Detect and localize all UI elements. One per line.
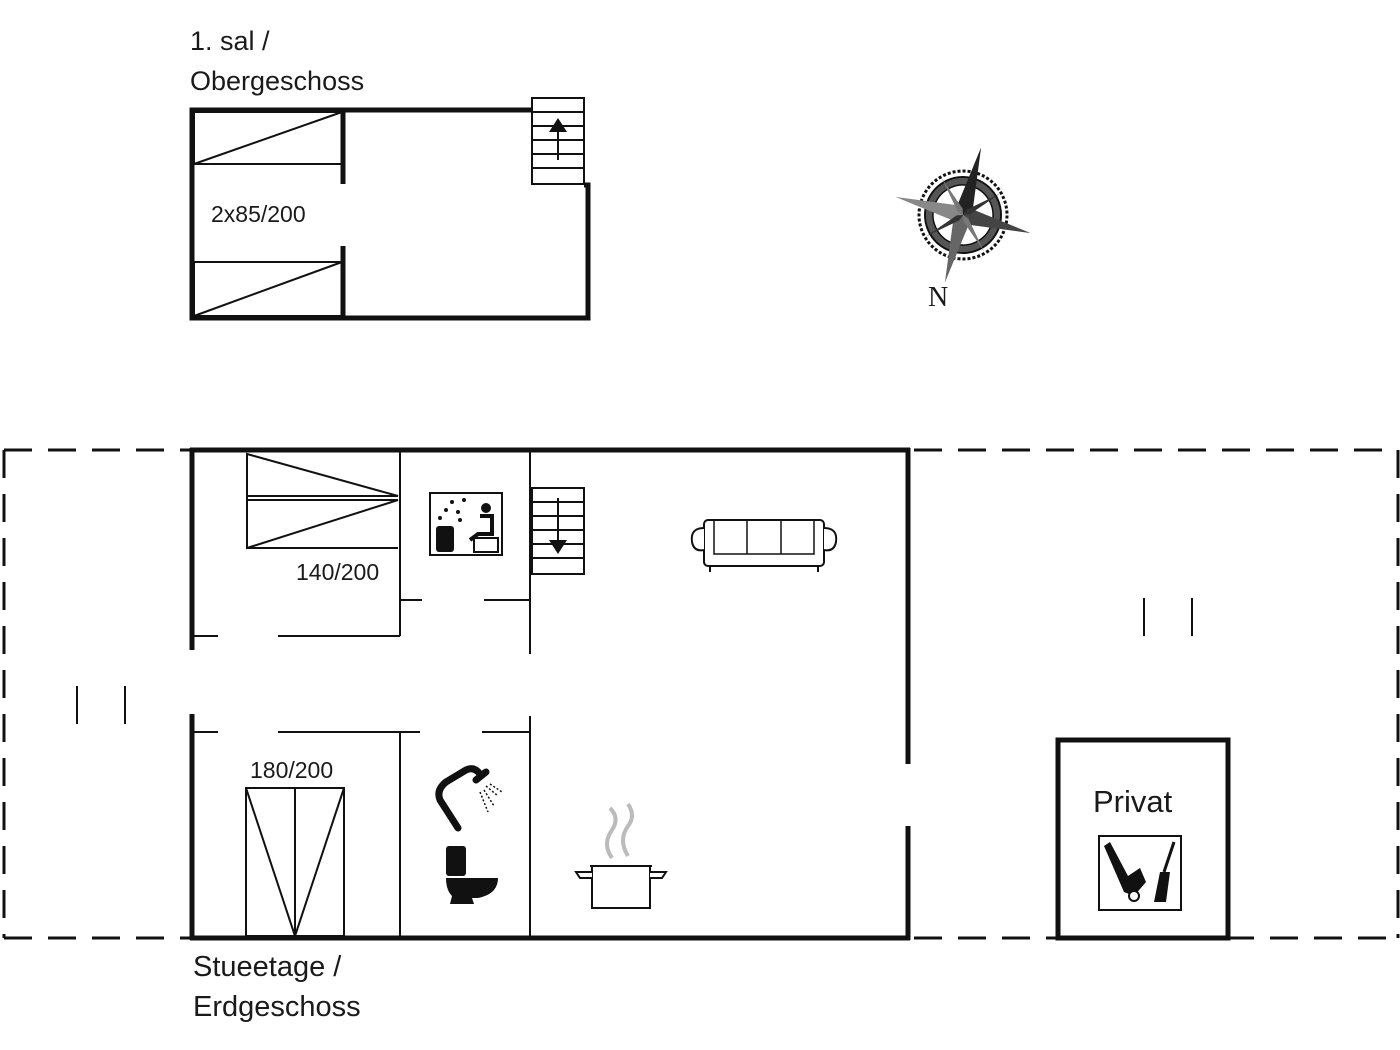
staircase-down-icon bbox=[531, 487, 585, 575]
upper-floor-title-line2: Obergeschoss bbox=[190, 66, 364, 96]
ground-floor-walls bbox=[189, 447, 911, 941]
upper-bed-top bbox=[193, 111, 346, 184]
private-storage-room bbox=[1055, 737, 1231, 941]
bed-180-label: 180/200 bbox=[250, 757, 333, 783]
toilet-icon bbox=[446, 846, 498, 904]
shower-icon bbox=[435, 765, 503, 832]
staircase-up-icon bbox=[531, 97, 585, 185]
ground-floor-title-line2: Erdgeschoss bbox=[193, 991, 361, 1023]
sauna-icon bbox=[429, 492, 503, 556]
cleaning-tools-icon bbox=[1098, 835, 1182, 911]
terrace-right-door-marks bbox=[1143, 598, 1193, 636]
upper-floor-walls bbox=[189, 107, 591, 321]
upper-bed-bottom bbox=[193, 246, 346, 317]
upper-bed-label: 2x85/200 bbox=[211, 201, 306, 227]
upper-floor-plan: 1. sal / Obergeschoss 2x85/200 bbox=[189, 26, 591, 321]
cooking-pot-icon bbox=[574, 802, 668, 909]
bed-140-label: 140/200 bbox=[296, 559, 379, 585]
sofa-icon bbox=[690, 519, 838, 572]
upper-floor-title-line1: 1. sal / bbox=[190, 26, 270, 56]
ground-floor-title-line1: Stueetage / bbox=[193, 951, 342, 983]
terrace-right-outline bbox=[914, 448, 1400, 940]
terrace-left-outline bbox=[2, 448, 190, 940]
double-bed-180 bbox=[245, 787, 345, 937]
ground-floor-plan: 140/200 180/200 bbox=[2, 447, 1400, 1023]
terrace-left-door-marks bbox=[76, 686, 126, 724]
compass-rose-icon bbox=[895, 147, 1031, 283]
double-bed-140 bbox=[246, 452, 399, 550]
privat-label: Privat bbox=[1093, 784, 1173, 819]
ground-floor-interior-walls bbox=[194, 452, 531, 936]
compass-north-label: N bbox=[928, 282, 948, 313]
